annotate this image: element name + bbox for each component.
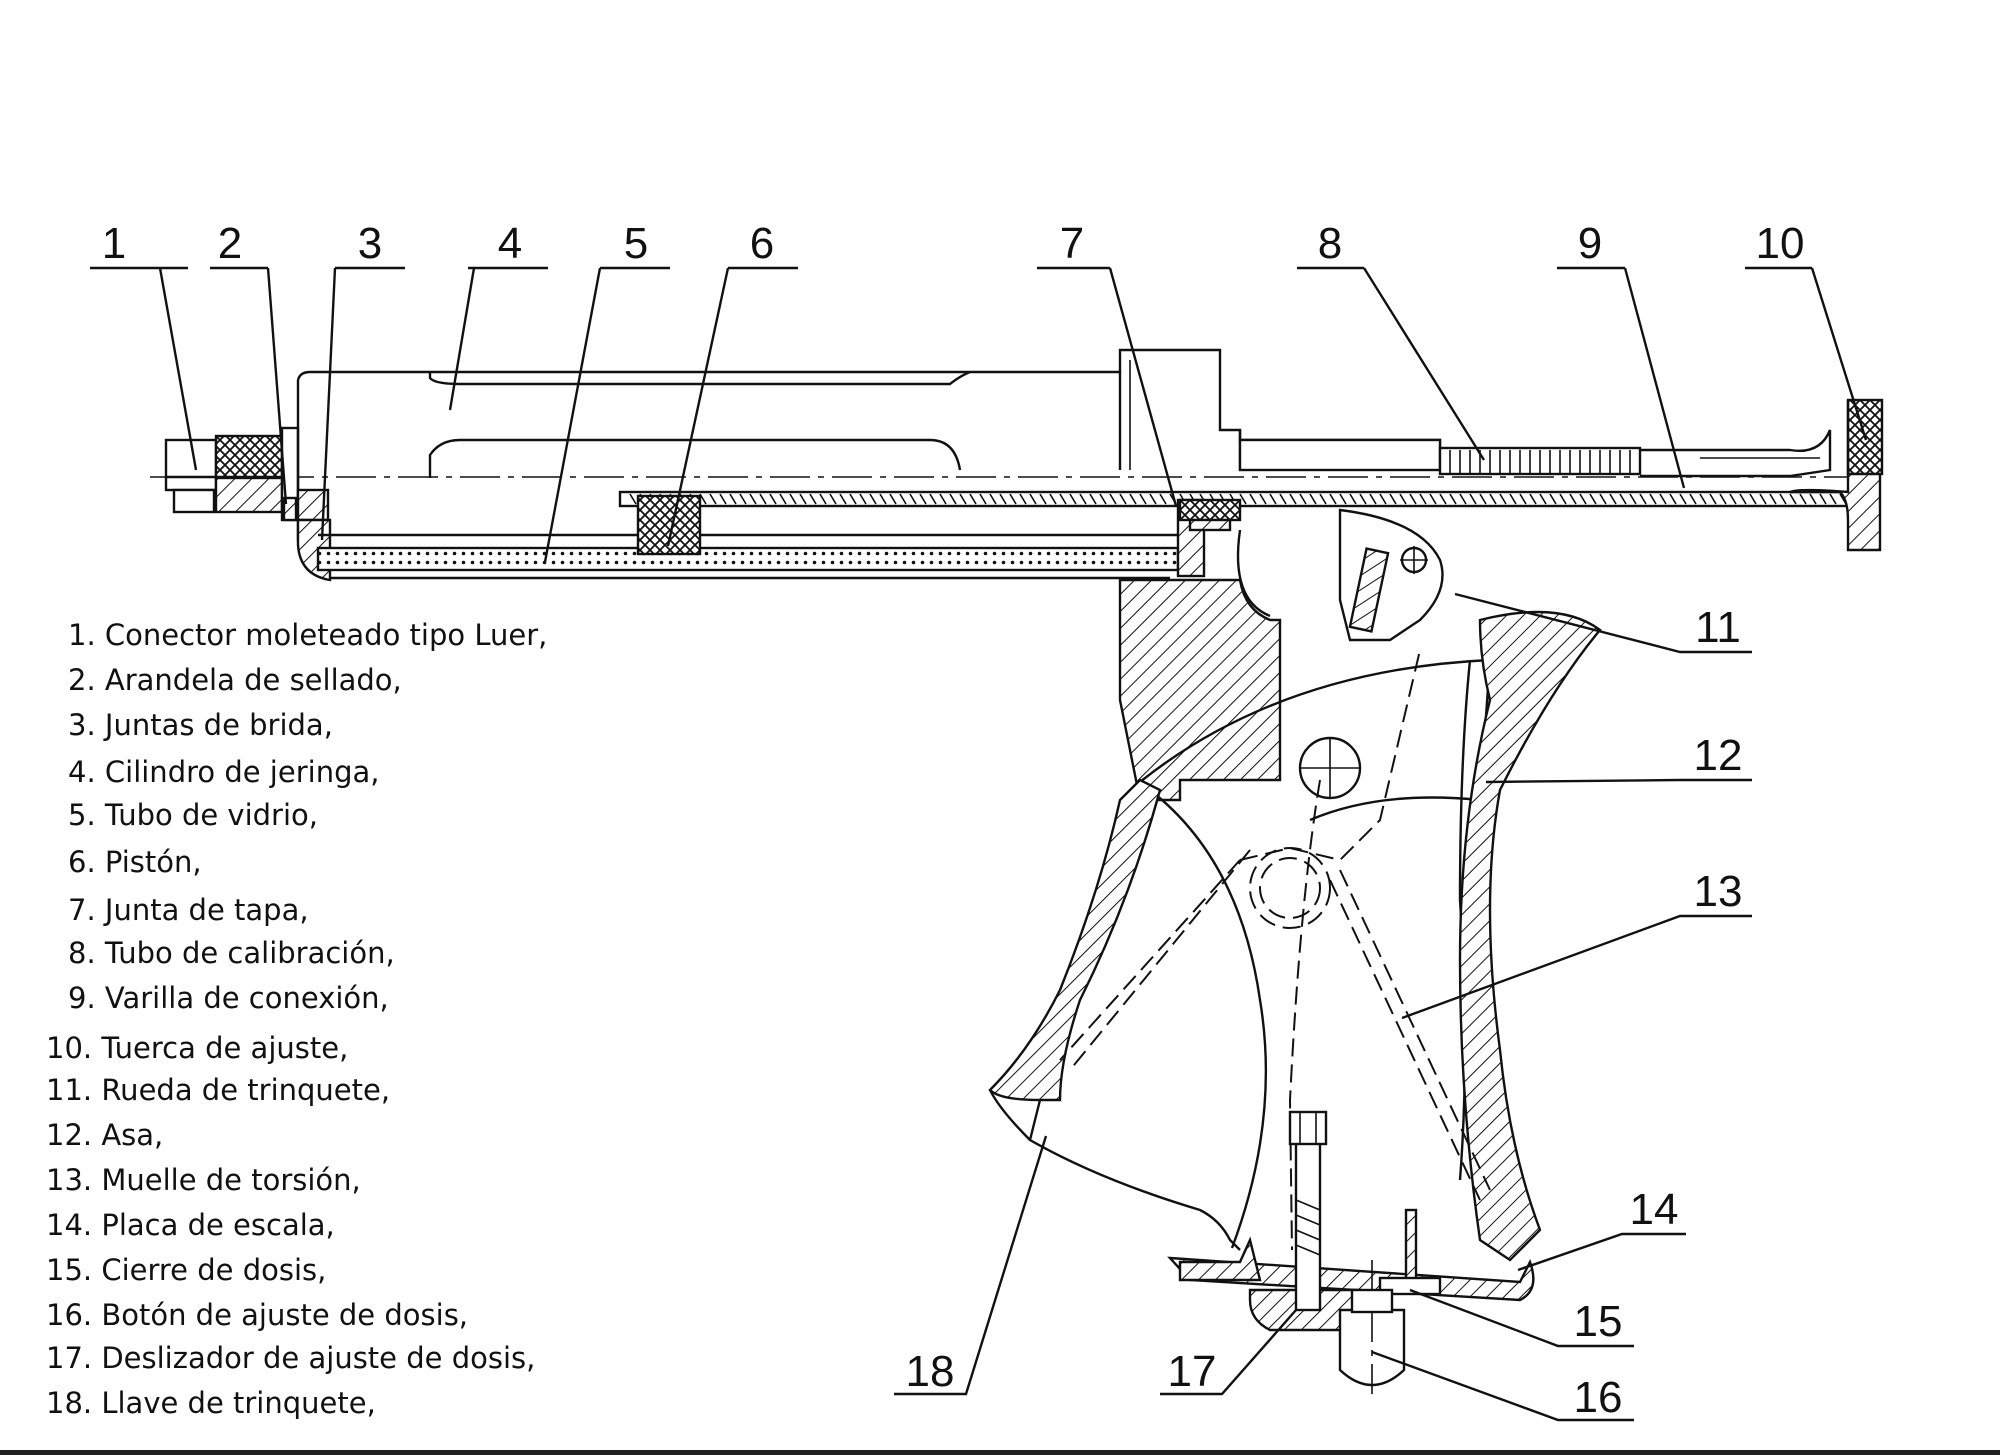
dose-lock [1378,1208,1442,1296]
legend-item-11: 11. Rueda de trinquete, [46,1073,390,1107]
legend-item-1: 1. Conector moleteado tipo Luer, [68,618,547,652]
glass-tube [316,546,1180,572]
legend-item-3: 3. Juntas de brida, [68,708,333,742]
cap-seal [1176,498,1242,578]
handle-grip [1458,610,1602,1262]
legend-item-9: 9. Varilla de conexión, [68,981,389,1015]
dose-slider [1248,1110,1362,1332]
callout-leaders [90,266,1868,1422]
callout-5: 5 [624,219,648,268]
callout-9: 9 [1578,219,1602,268]
adjusting-nut [1789,398,1884,552]
luer-connector [164,434,284,514]
legend-item-15: 15. Cierre de dosis, [46,1253,326,1287]
connecting-rod [1640,429,1832,478]
scale-plate [1167,1256,1535,1302]
torsion-spring [1059,649,1491,1251]
dose-button [1338,1260,1406,1400]
legend-item-6: 6. Pistón, [68,845,202,879]
callout-16: 16 [1574,1373,1623,1422]
bottom-border [0,1450,2000,1455]
callout-18: 18 [906,1347,955,1396]
callout-2: 2 [218,219,242,268]
callout-4: 4 [498,219,522,268]
ratchet-wheel [1338,508,1444,642]
calibration-tube [1238,438,1642,476]
legend-item-8: 8. Tubo de calibración, [68,936,395,970]
callout-12: 12 [1694,731,1743,780]
callout-1: 1 [102,219,126,268]
legend-item-16: 16. Botón de ajuste de dosis, [46,1298,468,1332]
callout-14: 14 [1630,1185,1679,1234]
legend-item-12: 12. Asa, [46,1118,163,1152]
legend-item-2: 2. Arandela de sellado, [68,663,402,697]
callout-3: 3 [358,219,382,268]
callout-6: 6 [750,219,774,268]
legend-item-14: 14. Placa de escala, [46,1208,335,1242]
callout-13: 13 [1694,867,1743,916]
legend-item-13: 13. Muelle de torsión, [46,1163,361,1197]
legend-item-5: 5. Tubo de vidrio, [68,798,318,832]
legend-item-4: 4. Cilindro de jeringa, [68,755,379,789]
legend-item-17: 17. Deslizador de ajuste de dosis, [46,1341,535,1375]
callout-numbers: 1 2 3 4 5 6 7 8 9 10 11 12 13 14 15 16 1… [102,219,1805,1422]
syringe-assembly [150,348,1884,582]
callout-8: 8 [1318,219,1342,268]
callout-17: 17 [1168,1347,1217,1396]
legend-item-10: 10. Tuerca de ajuste, [46,1031,348,1065]
callout-7: 7 [1060,219,1084,268]
callout-11: 11 [1695,603,1741,652]
callout-10: 10 [1756,219,1805,268]
ratchet-key [1028,1099,1241,1251]
legend-item-7: 7. Junta de tapa, [68,893,309,927]
legend-item-18: 18. Llave de trinquete, [46,1386,376,1420]
parts-legend: 1. Conector moleteado tipo Luer, 2. Aran… [46,618,547,1420]
callout-15: 15 [1574,1297,1623,1346]
piston [636,494,702,556]
handle-assembly [988,508,1602,1400]
